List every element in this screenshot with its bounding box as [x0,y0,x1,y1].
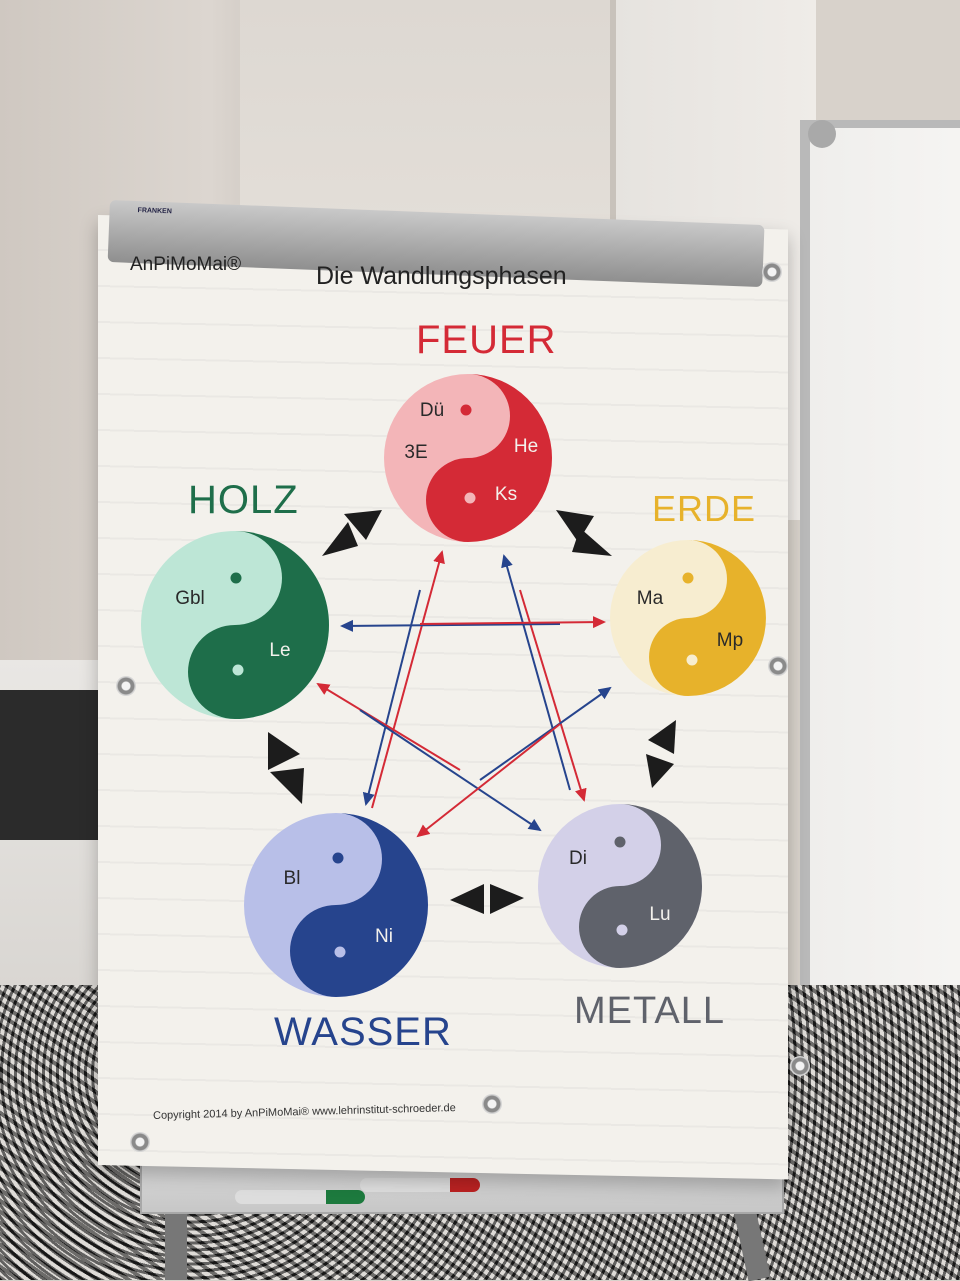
generating-arrow-feuer-erde [556,510,612,556]
yinyang-feuer-dot [464,492,476,504]
yinyang-metall-dot [616,924,628,936]
arrow-erde-wasser-red [416,723,561,838]
yinyang-erde-dot [686,654,698,666]
generating-arrow-erde-metall [646,720,676,788]
arrow-feuer-wasser-blue [362,589,421,806]
yinyang-holz-dark [188,531,329,719]
element-label-feuer: FEUER [416,318,557,362]
element-label-holz: HOLZ [188,478,299,522]
organ-label-feuer: 3E [404,442,427,463]
grommet [790,1056,810,1076]
arrow-feuer-wasser-red [371,550,445,809]
yinyang-holz-dot [230,572,242,584]
arrow-holz-erde-red [419,616,606,629]
organ-label-wasser: Ni [375,926,393,947]
grommet [130,1132,150,1152]
yinyang-feuer-dot [460,404,472,416]
generating-arrow-holz-feuer [322,510,382,556]
organ-label-metall: Di [569,848,587,869]
wall-back [240,0,640,230]
grommet [116,676,136,696]
organ-label-holz: Gbl [175,588,205,609]
arrow-holz-erde-blue [340,619,561,632]
arrow-erde-wasser-blue [479,686,612,781]
yinyang-metall-dark [579,804,702,968]
brand-logo-text: AnPiMoMai® [130,254,242,275]
yinyang-holz-dot [232,664,244,676]
easel-leg-left [165,1200,187,1280]
grommet [768,656,788,676]
element-label-erde: ERDE [652,488,757,529]
organ-label-metall: Lu [649,904,670,925]
organ-label-feuer: Dü [420,400,444,421]
yinyang-wasser-dark [290,813,428,997]
yinyang-metall-dot [614,836,626,848]
organ-label-holz: Le [269,640,290,661]
whiteboard [800,120,960,1088]
printer-panel [0,690,100,840]
element-label-wasser: WASSER [274,1010,452,1054]
yinyang-erde-dark [649,540,766,696]
grommet [482,1094,502,1114]
organ-label-erde: Mp [717,630,743,651]
arrow-holz-metall-blue [359,709,542,832]
marker-green-2 [235,1190,365,1204]
organ-label-feuer: He [514,436,538,457]
organ-label-feuer: Ks [495,484,517,505]
marker-red [360,1178,480,1192]
element-label-metall: METALL [574,990,726,1032]
yinyang-wasser-dot [332,852,344,864]
whiteboard-knob [808,120,836,148]
yinyang-feuer-dark [426,374,552,542]
arrow-feuer-metall-blue [501,554,571,791]
yinyang-erde-dot [682,572,694,584]
arrow-holz-metall-red [316,682,461,771]
yinyang-wasser-dot [334,946,346,958]
grommet [762,262,782,282]
generating-arrow-metall-wasser [450,884,524,914]
generating-arrow-wasser-holz [268,732,304,804]
poster-title: Die Wandlungsphasen [316,262,567,290]
organ-label-wasser: Bl [284,868,301,889]
organ-label-erde: Ma [637,588,664,609]
